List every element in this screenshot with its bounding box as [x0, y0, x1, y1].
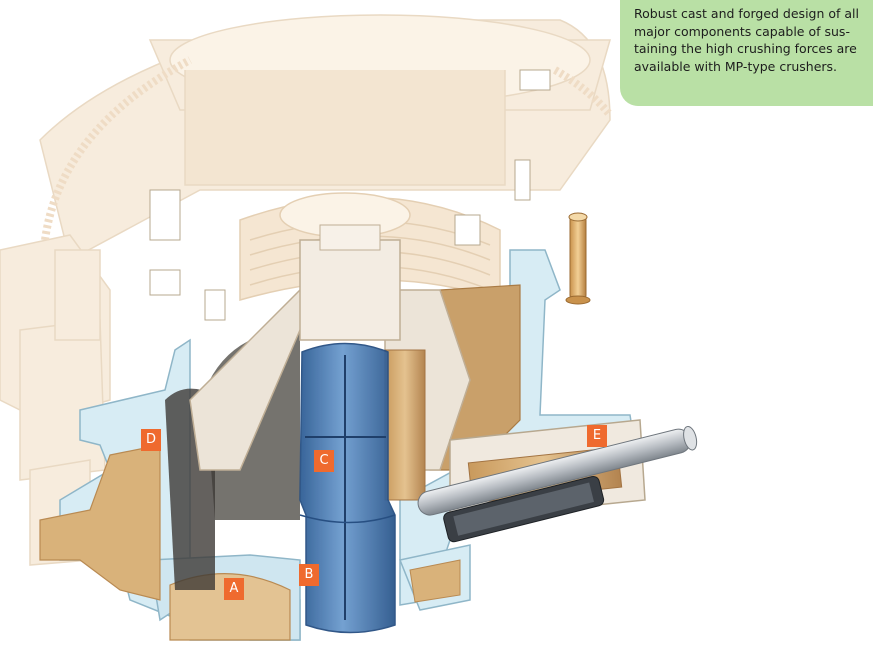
countershaft: [417, 425, 698, 516]
label-e: E: [587, 425, 607, 447]
head-socket: [299, 239, 401, 341]
tramp-release-pin: [569, 214, 587, 301]
gear-rim: [41, 56, 192, 241]
lower-frame-bronze: [409, 559, 461, 603]
pin-foot: [565, 295, 591, 305]
bolt-details: [149, 69, 551, 321]
label-d: D: [141, 429, 161, 451]
callout-line-3: taining the high crushing forces are: [634, 41, 857, 56]
callout-text: Robust cast and forged design of all maj…: [634, 5, 863, 75]
label-c: C: [314, 450, 334, 472]
label-b: B: [299, 564, 319, 586]
frame-interior-left: [39, 444, 161, 601]
callout-line-4: available with MP-type crushers.: [634, 58, 838, 74]
eccentric-bushing: [384, 349, 426, 501]
gear-rim-right: [553, 66, 614, 118]
pin-head: [568, 212, 588, 222]
callout-line-1: Robust cast and forged design of all: [634, 6, 859, 21]
callout-line-2: major components capable of sus-: [634, 23, 850, 39]
pinion-assembly: [443, 475, 605, 543]
main-shaft: [299, 342, 396, 634]
info-callout: Robust cast and forged design of all maj…: [620, 0, 873, 106]
upper-assembly-ghost: [0, 14, 611, 566]
socket-cap: [319, 224, 381, 251]
label-a: A: [224, 578, 244, 600]
shaft-neck: [299, 514, 396, 524]
